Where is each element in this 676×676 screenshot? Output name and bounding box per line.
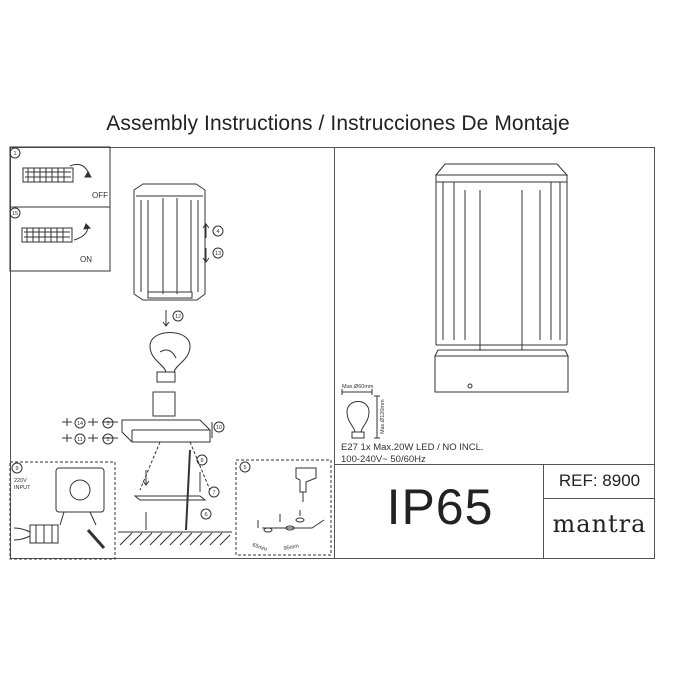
- junction-box: [13, 467, 106, 549]
- step-13-badge: [212, 247, 224, 259]
- spec-voltage: 100-240V~ 50/60Hz: [341, 454, 426, 465]
- brand-logo: mantra: [552, 510, 647, 538]
- max-height-label: Max.Ø120mm: [380, 399, 386, 434]
- spec-bulb: E27 1x Max.20W LED / NO INCL.: [341, 442, 484, 453]
- step-4-badge: [212, 225, 224, 237]
- step-7-badge: [208, 486, 220, 498]
- terminal-block-icon: [22, 163, 92, 183]
- step-number: 15: [12, 211, 18, 217]
- step-15-badge: [9, 207, 21, 219]
- step-number: 7: [212, 490, 215, 496]
- arrow-up-icon: [202, 223, 210, 238]
- arrow-down-icon: [202, 248, 210, 263]
- divider-vertical: [334, 147, 335, 559]
- bulb-dimension-icon: [341, 389, 380, 439]
- lantern-head: [133, 183, 206, 301]
- step-number: 10: [216, 425, 222, 431]
- step-number: 11: [77, 437, 83, 443]
- terminal-block-icon: [21, 223, 92, 243]
- wiring-detail-box: [9, 461, 116, 560]
- step-number: 13: [215, 251, 221, 257]
- step-1-badge: [9, 147, 21, 159]
- step-14-badge: [74, 417, 86, 429]
- instruction-frame: [10, 147, 655, 559]
- arrow-down-icon: [162, 310, 170, 327]
- step-number: 3: [106, 421, 109, 427]
- dimension-a: 65mm: [251, 542, 268, 553]
- input-label: INPUT: [14, 485, 31, 491]
- step-12-badge: [172, 310, 184, 322]
- step-5-badge: [239, 461, 251, 473]
- input-voltage-label: 220V: [14, 478, 27, 484]
- step-8-badge: [196, 454, 208, 466]
- ground-anchor: [133, 441, 211, 531]
- step-number: 14: [77, 421, 83, 427]
- off-label: OFF: [92, 191, 108, 200]
- ground-hatch: [118, 531, 232, 546]
- dimension-b: 95mm: [283, 543, 300, 552]
- ip-rating: IP65: [386, 479, 494, 535]
- page-title: Assembly Instructions / Instrucciones De…: [106, 112, 570, 135]
- reference-number: REF: 8900: [558, 471, 641, 490]
- step-number: 5: [243, 465, 246, 471]
- step-number: 9: [15, 466, 18, 472]
- step-2-badge: [102, 433, 114, 445]
- divider-vertical-2: [543, 464, 544, 559]
- step-11-badge: [74, 433, 86, 445]
- step-number: 1: [13, 151, 16, 157]
- drill-icon: [257, 467, 325, 533]
- divider-horizontal-2: [543, 498, 655, 499]
- step-10-badge: [213, 421, 225, 433]
- divider-horizontal: [334, 464, 655, 465]
- step-number: 6: [204, 512, 207, 518]
- max-diameter-label: Max.Ø60mm: [342, 384, 374, 390]
- step-3-badge: [102, 417, 114, 429]
- drilling-detail-box: [235, 459, 332, 556]
- step-number: 12: [175, 314, 181, 320]
- step-9-badge: [11, 462, 23, 474]
- lantern-product-view: [434, 163, 569, 393]
- step-6-badge: [200, 508, 212, 520]
- screw-icon: [62, 418, 118, 442]
- mounting-base: [121, 391, 211, 443]
- on-label: ON: [80, 255, 92, 264]
- step-number: 8: [200, 458, 203, 464]
- switch-panel: [9, 146, 111, 272]
- step-number: 4: [216, 229, 219, 235]
- bulb-icon: [149, 332, 191, 383]
- step-number: 2: [106, 437, 109, 443]
